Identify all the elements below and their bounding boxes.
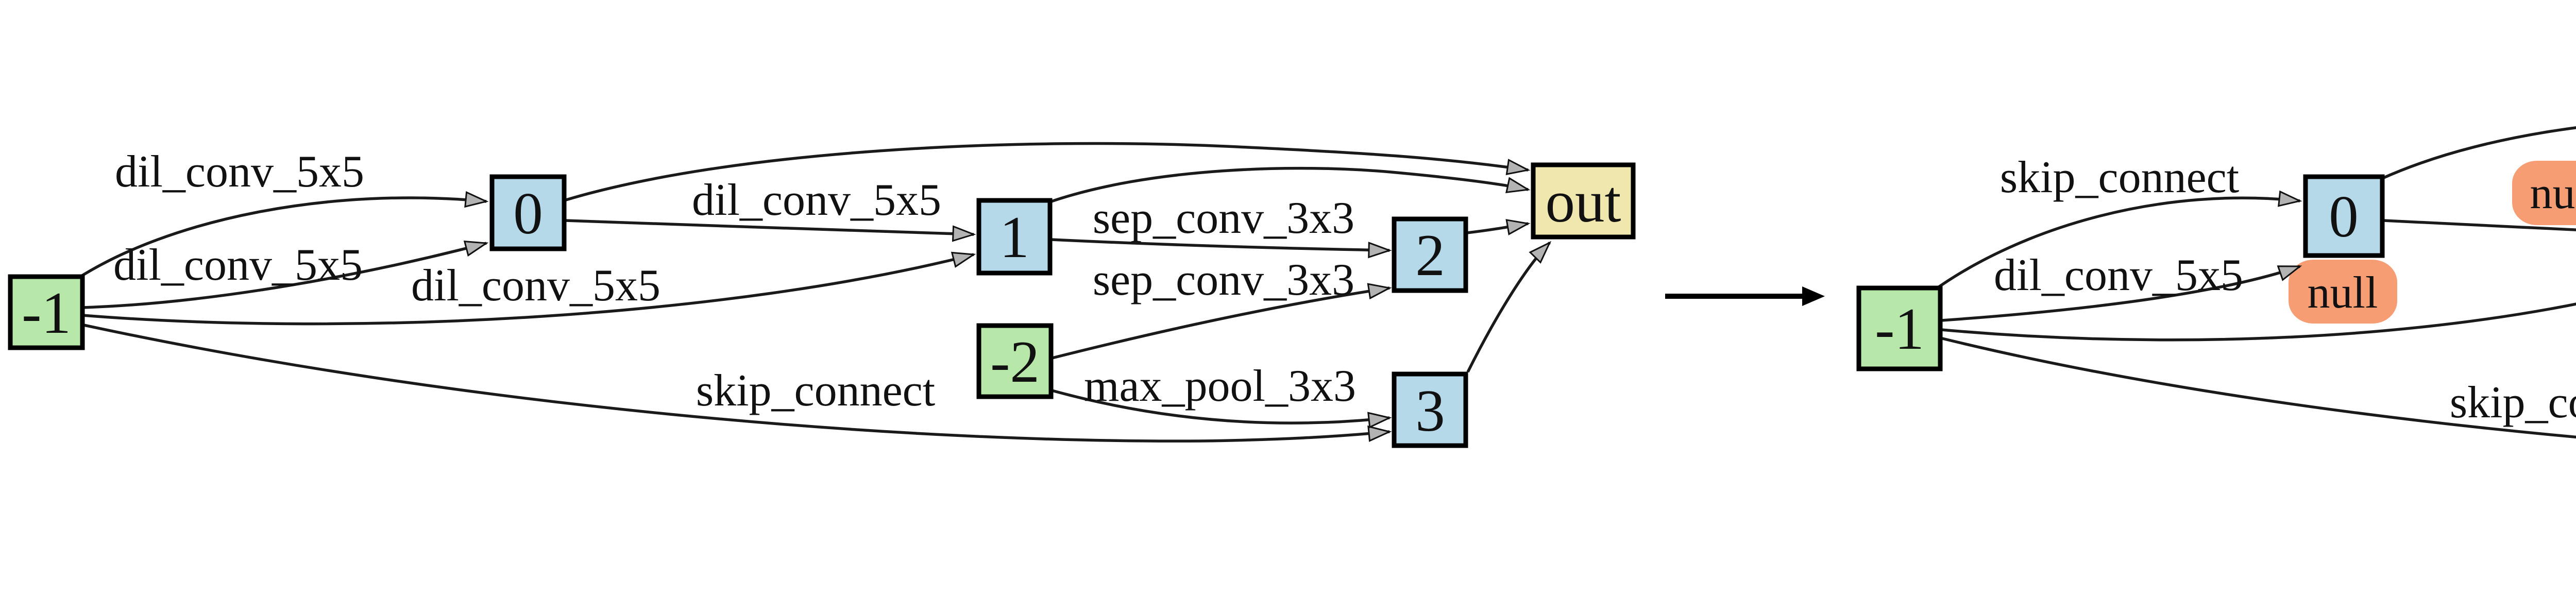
node-n2: 2 [1392, 216, 1468, 293]
edge-n0-to-out [2379, 126, 2576, 181]
highlight-null-in1-n1 [2289, 260, 2397, 324]
node-in2-label: -2 [990, 329, 1040, 395]
node-n0: 0 [2303, 174, 2385, 258]
node-n1: 1 [976, 198, 1053, 276]
left-cell-edges [75, 142, 1550, 443]
edge-label: dil_conv_5x5 [113, 240, 363, 290]
edge-label: max_pool_3x3 [1084, 361, 1356, 411]
right-cell-edges [1933, 126, 2576, 439]
node-n0-label: 0 [513, 181, 543, 246]
edge-n0-to-n1 [2383, 219, 2576, 231]
edge-n1-to-out [1046, 166, 1528, 205]
node-out-label: out [1546, 169, 1621, 234]
left-cell: -1 0 1 2 -2 3 [8, 142, 1636, 448]
edge-in2-to-n3 [1052, 389, 1389, 423]
edge-n1-to-n2 [1050, 238, 1389, 250]
edge-n0-to-out [562, 142, 1528, 202]
edge-in1-to-n1 [1941, 302, 2576, 342]
transform-arrow-icon [1665, 286, 1825, 306]
node-n0-label: 0 [2329, 184, 2359, 249]
edge-n2-to-out [1466, 224, 1528, 233]
edge-in1-to-n3 [1940, 336, 2576, 439]
right-cell: -1 0 1 2 -2 3 [1856, 126, 2576, 439]
edge-label: skip_connect [2450, 378, 2576, 428]
node-in1-label: -1 [22, 280, 71, 346]
right-cell-edge-labels: skip_connect dil_conv_5x5 null null sep_… [1994, 152, 2576, 428]
node-in2: -2 [976, 323, 1054, 399]
left-cell-nodes: -1 0 1 2 -2 3 [8, 162, 1636, 448]
edge-in1-to-n0-upper [75, 198, 486, 281]
edge-n0-to-n1 [565, 219, 974, 234]
edge-in1-to-n0-lower [1941, 265, 2300, 322]
edge-label: sep_conv_3x3 [1093, 193, 1354, 243]
right-cell-highlights [2289, 161, 2576, 324]
node-n3: 3 [1392, 371, 1468, 448]
edge-in2-to-n2 [1052, 288, 1389, 360]
node-in1: -1 [8, 274, 85, 350]
edge-label: dil_conv_5x5 [115, 147, 364, 197]
edge-label: dil_conv_5x5 [692, 175, 941, 225]
edge-in1-to-n1 [82, 254, 974, 326]
edge-label-highlighted: null [2308, 268, 2378, 318]
highlight-null-n0-n1 [2512, 161, 2576, 225]
node-n0: 0 [489, 174, 567, 251]
edge-label: skip_connect [696, 366, 935, 416]
node-in1-label: -1 [1875, 296, 1924, 362]
right-cell-nodes: -1 0 1 2 -2 3 [1856, 174, 2385, 371]
node-out: out [1531, 162, 1636, 240]
edge-in1-to-n0-lower [82, 243, 486, 309]
edge-n3-to-out [1466, 243, 1550, 373]
edge-label-highlighted: null [2530, 168, 2576, 218]
edge-in1-to-n3 [81, 323, 1389, 443]
node-n2-label: 2 [1415, 223, 1445, 288]
edge-label: dil_conv_5x5 [1994, 250, 2243, 300]
edge-label: sep_conv_3x3 [1093, 255, 1354, 305]
node-n3-label: 3 [1415, 378, 1445, 444]
edge-in1-to-n0-upper [1933, 198, 2300, 292]
left-cell-edge-labels: dil_conv_5x5 dil_conv_5x5 dil_conv_5x5 d… [113, 147, 1356, 416]
edge-label: dil_conv_5x5 [411, 261, 660, 311]
edge-label: skip_connect [2000, 152, 2239, 202]
node-in1: -1 [1856, 285, 1943, 371]
node-n1-label: 1 [999, 205, 1029, 270]
